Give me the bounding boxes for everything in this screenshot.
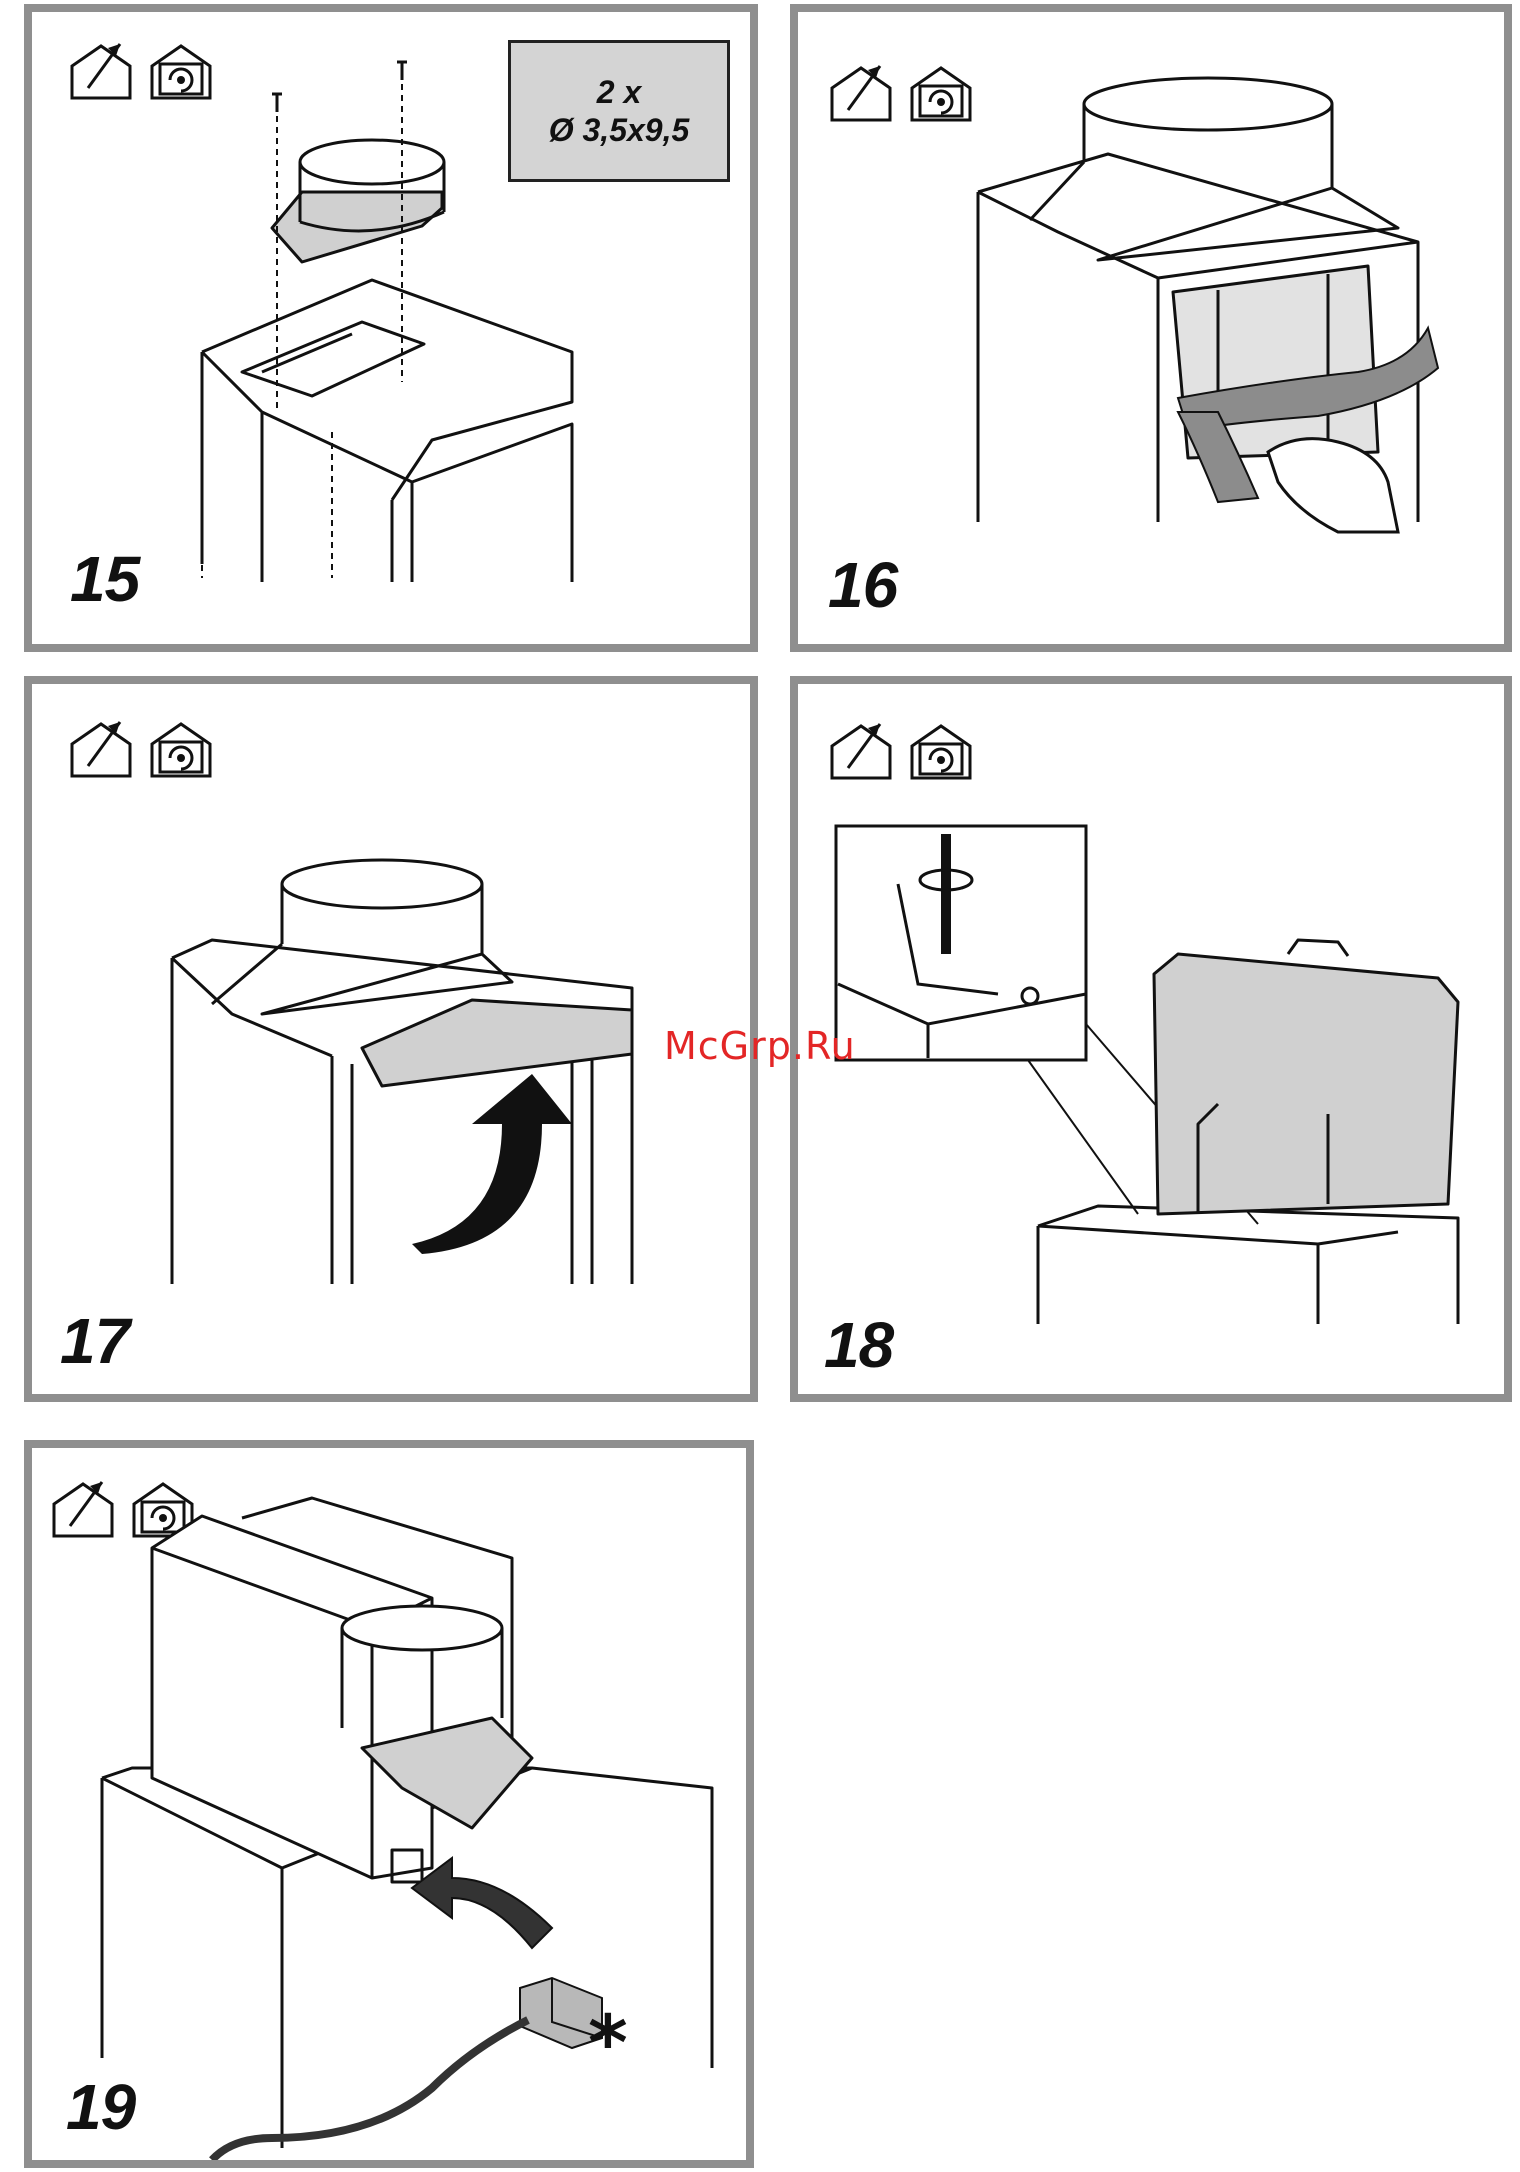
step-number-17: 17 [60,1304,129,1378]
illustration-19 [32,1448,746,2160]
step-number-18: 18 [824,1308,893,1382]
panel-step-19: 19 [24,1440,754,2168]
step-number-19: 19 [66,2070,135,2144]
illustration-17 [32,684,750,1394]
panel-step-15: 2 x Ø 3,5x9,5 [24,4,758,652]
illustration-15 [32,12,750,644]
footnote-asterisk: * [588,1998,628,2087]
watermark: McGrp.Ru [664,1024,856,1068]
panel-step-17: 17 [24,676,758,1402]
illustration-18 [798,684,1504,1394]
panel-step-16: 16 [790,4,1512,652]
step-number-16: 16 [828,548,897,622]
panel-step-18: 18 [790,676,1512,1402]
illustration-16 [798,12,1504,644]
step-number-15: 15 [70,542,139,616]
